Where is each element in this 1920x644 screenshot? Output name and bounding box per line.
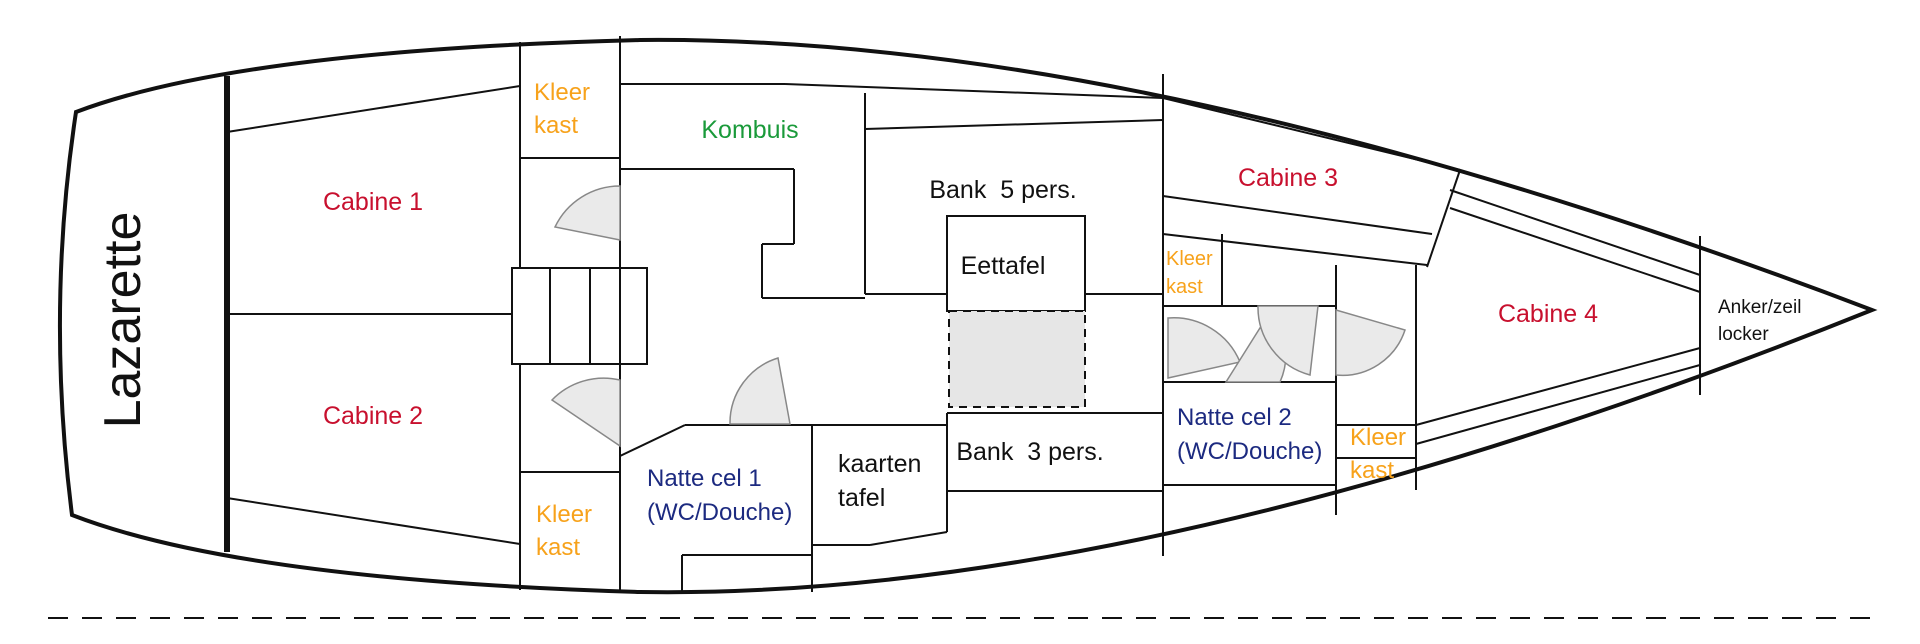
natte-cel-2-line2: (WC/Douche) bbox=[1177, 438, 1322, 465]
natte-cel-1-line1: Natte cel 1 bbox=[647, 465, 762, 492]
kleer-kast-1-line1: Kleer bbox=[534, 79, 590, 106]
door-cabine-4 bbox=[1335, 309, 1406, 377]
label-kaartentafel: kaarten tafel bbox=[838, 450, 928, 512]
label-kleer-kast-1: Kleer kast bbox=[534, 79, 597, 139]
kleer-kast-3-line1: Kleer bbox=[1166, 248, 1213, 270]
label-bank-3: Bank 3 pers. bbox=[956, 438, 1103, 466]
label-cabine-4: Cabine 4 bbox=[1498, 300, 1598, 328]
label-natte-cel-1: Natte cel 1 (WC/Douche) bbox=[647, 465, 792, 526]
label-cabine-2: Cabine 2 bbox=[323, 402, 423, 430]
companionway-stairs bbox=[511, 267, 648, 365]
label-kleer-kast-3: Kleer kast bbox=[1166, 248, 1218, 298]
natte-cel-1-line2: (WC/Douche) bbox=[647, 499, 792, 526]
label-cabine-1: Cabine 1 bbox=[323, 188, 423, 216]
door-natte-cel-1 bbox=[729, 357, 791, 425]
door-kleer-kast-3 bbox=[1257, 305, 1319, 376]
label-bank-5: Bank 5 pers. bbox=[929, 176, 1076, 204]
kleer-kast-4-line2: kast bbox=[1350, 457, 1394, 484]
label-kombuis: Kombuis bbox=[701, 116, 798, 144]
label-anker-zeil-locker: Anker/zeil locker bbox=[1718, 297, 1807, 345]
label-kleer-kast-2: Kleer kast bbox=[536, 501, 599, 561]
kaartentafel-line2: tafel bbox=[838, 484, 885, 512]
kleer-kast-2-line2: kast bbox=[536, 534, 580, 561]
label-eettafel: Eettafel bbox=[961, 252, 1046, 280]
kleer-kast-1-line2: kast bbox=[534, 112, 578, 139]
natte-cel-2-line1: Natte cel 2 bbox=[1177, 404, 1292, 431]
door-cabine-2 bbox=[550, 377, 621, 448]
anker-line1: Anker/zeil bbox=[1718, 297, 1801, 318]
door-cabine-3 bbox=[1167, 317, 1242, 379]
kleer-kast-3-line2: kast bbox=[1166, 276, 1203, 298]
kleer-kast-2-line1: Kleer bbox=[536, 501, 592, 528]
dining-table-extension bbox=[948, 310, 1086, 408]
interior-walls bbox=[226, 36, 1701, 592]
label-cabine-3: Cabine 3 bbox=[1238, 164, 1338, 192]
label-lazarette: Lazarette bbox=[94, 212, 152, 429]
label-natte-cel-2: Natte cel 2 (WC/Douche) bbox=[1177, 404, 1322, 465]
kaartentafel-line1: kaarten bbox=[838, 450, 921, 478]
kleer-kast-4-line1: Kleer bbox=[1350, 424, 1406, 451]
anker-line2: locker bbox=[1718, 324, 1769, 345]
door-cabine-1 bbox=[553, 185, 621, 241]
hull-outline bbox=[57, 37, 1878, 595]
label-kleer-kast-4: Kleer kast bbox=[1350, 424, 1413, 484]
doors bbox=[550, 185, 1406, 448]
